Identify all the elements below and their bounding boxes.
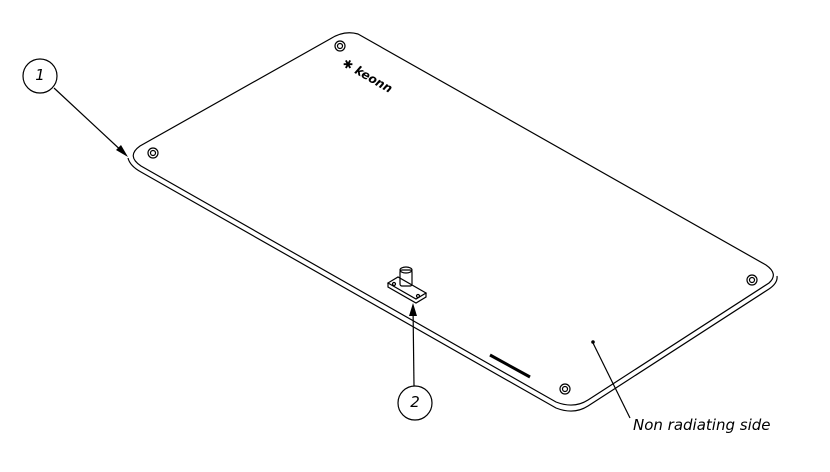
serial-label-mark [489, 353, 531, 379]
note-label: Non radiating side [633, 416, 771, 434]
note-dot [591, 340, 595, 344]
antenna-plate-edge [127, 157, 778, 412]
callout-number-1: 1 [35, 66, 45, 84]
callout-circle-1 [22, 58, 58, 94]
arrowhead-1 [116, 145, 128, 157]
mount-hole [147, 147, 159, 159]
antenna-plate-top [132, 32, 774, 406]
arrowhead-2 [409, 303, 417, 316]
callout-number-2: 2 [410, 393, 420, 411]
note-leader [592, 342, 631, 419]
mount-hole [559, 383, 571, 395]
connector [386, 266, 428, 304]
callout-leader-2 [412, 305, 415, 387]
mount-hole [746, 274, 758, 286]
callout-circle-2 [397, 385, 433, 421]
mount-hole [334, 40, 346, 52]
callout-leader-1 [53, 87, 127, 156]
